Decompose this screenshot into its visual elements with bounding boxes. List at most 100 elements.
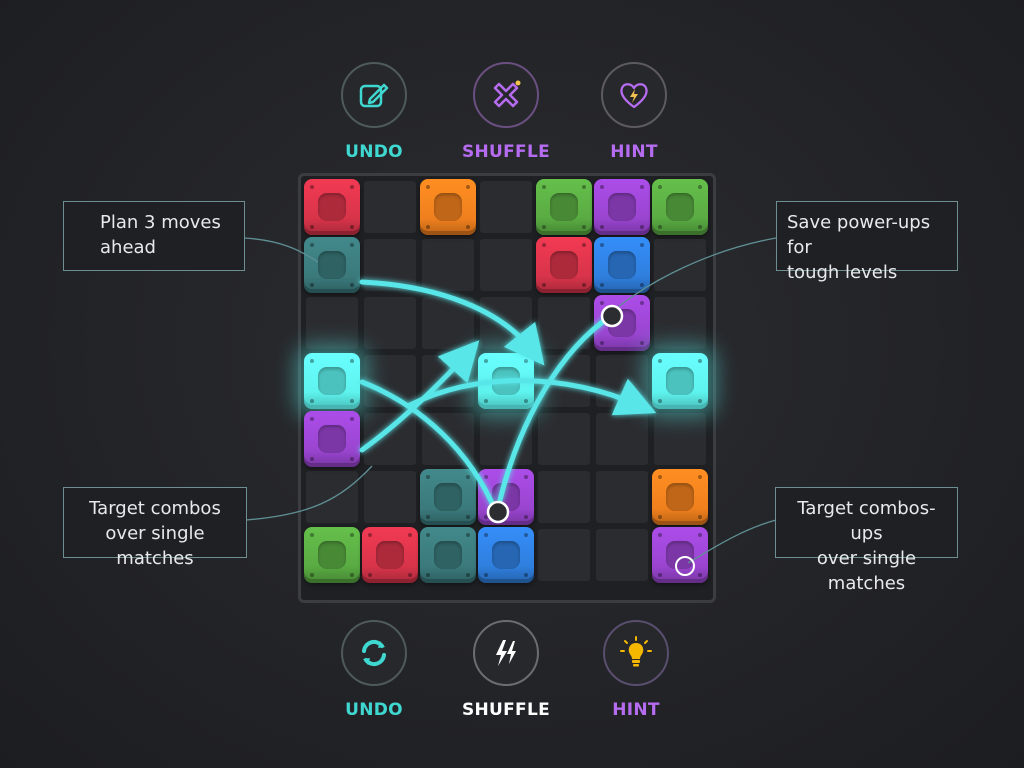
tile-teal[interactable]: [420, 527, 476, 583]
tile-rivet: [350, 573, 354, 577]
tile-rivet: [640, 283, 644, 287]
arrow-cross-up: [359, 340, 480, 453]
tile-rivet: [524, 533, 528, 537]
board-cell[interactable]: [596, 471, 648, 523]
note-top-right: Save power-ups for tough levels: [776, 201, 958, 283]
board-cell[interactable]: [306, 297, 358, 349]
board-cell[interactable]: [364, 355, 416, 407]
tile-rivet: [350, 225, 354, 229]
tile-rivet: [310, 533, 314, 537]
tile-gem: [434, 193, 462, 221]
note-bottom-left: Target combos over single matches: [63, 487, 247, 569]
tile-rivet: [698, 225, 702, 229]
board-cell[interactable]: [306, 471, 358, 523]
tile-rivet: [658, 399, 662, 403]
tile-rivet: [698, 475, 702, 479]
bottom-undo-label: UNDO: [345, 700, 403, 720]
arrow-to-right-tile: [407, 378, 657, 416]
leader-line-top-right: [611, 237, 777, 313]
tile-rivet: [600, 225, 604, 229]
top-shuffle-button[interactable]: SHUFFLE: [446, 62, 566, 162]
tile-rivet: [426, 185, 430, 189]
tile-gem: [318, 425, 346, 453]
bottom-undo-circle: [341, 620, 407, 686]
board-cell[interactable]: [538, 471, 590, 523]
board-cell[interactable]: [364, 471, 416, 523]
tile-teal[interactable]: [304, 237, 360, 293]
tile-gem: [318, 251, 346, 279]
selection-ring-bottom: [675, 556, 695, 576]
board-cell[interactable]: [538, 413, 590, 465]
board-cell[interactable]: [654, 413, 706, 465]
pencil-edit-icon: [359, 83, 389, 108]
tile-cyan[interactable]: [652, 353, 708, 409]
board-cell[interactable]: [654, 297, 706, 349]
tile-orange[interactable]: [420, 179, 476, 235]
tile-gem: [550, 251, 578, 279]
tile-rivet: [658, 359, 662, 363]
tile-green[interactable]: [304, 527, 360, 583]
tile-rivet: [524, 475, 528, 479]
top-shuffle-circle: [473, 62, 539, 128]
tile-rivet: [640, 225, 644, 229]
board-cell[interactable]: [480, 413, 532, 465]
tile-rivet: [600, 283, 604, 287]
game-board[interactable]: [298, 173, 716, 603]
tile-green[interactable]: [652, 179, 708, 235]
tile-purple[interactable]: [304, 411, 360, 467]
tile-gem: [318, 541, 346, 569]
tile-rivet: [368, 533, 372, 537]
tile-gem: [492, 541, 520, 569]
tile-rivet: [310, 283, 314, 287]
tile-green[interactable]: [536, 179, 592, 235]
board-cell[interactable]: [538, 529, 590, 581]
tile-blue[interactable]: [594, 237, 650, 293]
tile-red[interactable]: [362, 527, 418, 583]
tile-rivet: [600, 301, 604, 305]
board-cell[interactable]: [364, 297, 416, 349]
tile-rivet: [698, 399, 702, 403]
tile-rivet: [466, 475, 470, 479]
tile-rivet: [408, 533, 412, 537]
tile-red[interactable]: [304, 179, 360, 235]
board-cell[interactable]: [596, 413, 648, 465]
tile-rivet: [484, 475, 488, 479]
board-cell[interactable]: [654, 239, 706, 291]
bottom-hint-circle: [603, 620, 669, 686]
tile-gem: [666, 483, 694, 511]
board-cell[interactable]: [480, 181, 532, 233]
board-cell[interactable]: [364, 181, 416, 233]
note-top-left: Plan 3 moves ahead: [63, 201, 245, 271]
tile-rivet: [350, 185, 354, 189]
bottom-hint-button[interactable]: HINT: [576, 620, 696, 720]
tile-purple[interactable]: [594, 179, 650, 235]
leader-line-bottom-right: [687, 519, 777, 564]
board-cell[interactable]: [422, 239, 474, 291]
top-undo-button[interactable]: UNDO: [314, 62, 434, 162]
shuffle-cross-icon: [493, 80, 521, 108]
tile-rivet: [426, 475, 430, 479]
tile-rivet: [658, 475, 662, 479]
tile-rivet: [350, 359, 354, 363]
board-cell[interactable]: [480, 239, 532, 291]
top-hint-button[interactable]: HINT: [574, 62, 694, 162]
tile-gem: [608, 251, 636, 279]
tile-cyan[interactable]: [304, 353, 360, 409]
tile-teal[interactable]: [420, 469, 476, 525]
tile-rivet: [426, 533, 430, 537]
bottom-undo-button[interactable]: UNDO: [314, 620, 434, 720]
tile-rivet: [582, 185, 586, 189]
tile-rivet: [524, 573, 528, 577]
tile-rivet: [640, 185, 644, 189]
top-undo-circle: [341, 62, 407, 128]
board-cell[interactable]: [596, 529, 648, 581]
tile-blue[interactable]: [478, 527, 534, 583]
tile-rivet: [466, 533, 470, 537]
tile-rivet: [310, 399, 314, 403]
tile-red[interactable]: [536, 237, 592, 293]
bottom-shuffle-button[interactable]: SHUFFLE: [446, 620, 566, 720]
tile-orange[interactable]: [652, 469, 708, 525]
tile-rivet: [310, 225, 314, 229]
tile-gem: [550, 193, 578, 221]
